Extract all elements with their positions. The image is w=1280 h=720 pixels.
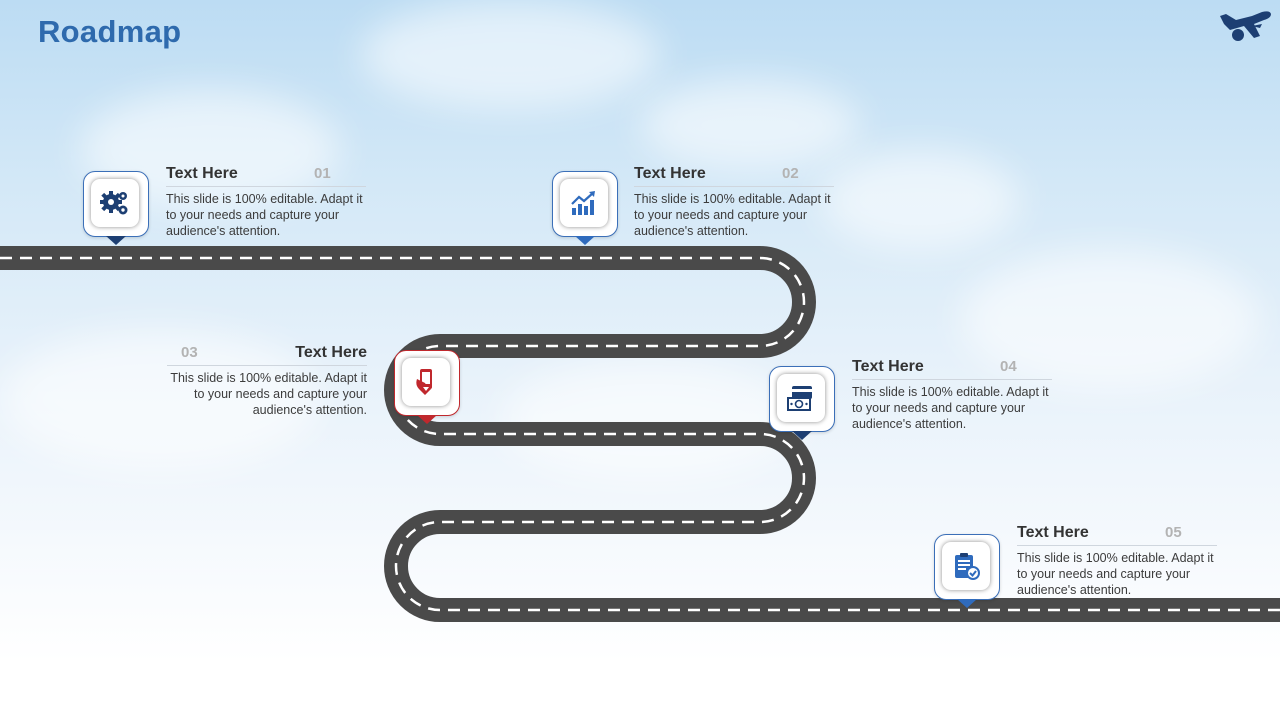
milestone-description: This slide is 100% editable. Adapt it to… <box>166 192 363 238</box>
milestone-text-2: Text Here 02 This slide is 100% editable… <box>634 164 834 239</box>
milestone-number: 03 <box>181 344 198 361</box>
gears-icon <box>100 191 128 215</box>
milestone-heading: Text Here <box>634 165 706 182</box>
marker-icon-holder <box>777 374 825 422</box>
milestone-number: 02 <box>782 165 799 182</box>
marker-pin <box>792 431 812 440</box>
divider <box>1017 545 1217 546</box>
milestone-description: This slide is 100% editable. Adapt it to… <box>1017 551 1214 597</box>
cloud <box>960 250 1260 390</box>
milestone-heading: Text Here <box>166 165 238 182</box>
milestone-marker-2[interactable] <box>552 171 618 245</box>
page-title: Roadmap <box>38 14 182 49</box>
divider <box>852 379 1052 380</box>
airplane-icon <box>1220 11 1271 41</box>
divider <box>167 365 367 366</box>
card-cash-icon <box>787 386 812 411</box>
milestone-heading: Text Here <box>852 358 924 375</box>
marker-pin <box>417 415 437 424</box>
milestone-heading: Text Here <box>295 344 367 361</box>
growth-chart-icon <box>571 191 595 215</box>
marker-pin <box>957 599 977 608</box>
milestone-number: 05 <box>1165 524 1182 541</box>
marker-icon-holder <box>942 542 990 590</box>
marker-pin <box>106 236 126 245</box>
milestone-description: This slide is 100% editable. Adapt it to… <box>634 192 831 238</box>
milestone-text-4: Text Here 04 This slide is 100% editable… <box>852 357 1052 432</box>
marker-icon-holder <box>402 358 450 406</box>
divider <box>634 186 834 187</box>
milestone-marker-4[interactable] <box>769 366 835 440</box>
cloud <box>640 80 860 170</box>
milestone-marker-1[interactable] <box>83 171 149 245</box>
milestone-number: 04 <box>1000 358 1017 375</box>
cloud <box>820 150 1020 250</box>
milestone-text-5: Text Here 05 This slide is 100% editable… <box>1017 523 1217 598</box>
marker-icon-holder <box>91 179 139 227</box>
divider <box>166 186 366 187</box>
milestone-text-1: Text Here 01 This slide is 100% editable… <box>166 164 366 239</box>
marker-icon-holder <box>560 179 608 227</box>
milestone-description: This slide is 100% editable. Adapt it to… <box>852 385 1049 431</box>
invoice-clipboard-icon <box>955 553 980 580</box>
marker-pin <box>575 236 595 245</box>
mobile-payment-icon <box>416 369 432 395</box>
milestone-description: This slide is 100% editable. Adapt it to… <box>170 371 367 417</box>
milestone-marker-5[interactable] <box>934 534 1000 608</box>
cloud <box>0 330 320 470</box>
milestone-text-3: Text Here 03 This slide is 100% editable… <box>167 343 367 418</box>
milestone-heading: Text Here <box>1017 524 1089 541</box>
milestone-number: 01 <box>314 165 331 182</box>
cloud <box>500 360 800 480</box>
cloud <box>360 0 660 110</box>
milestone-marker-3[interactable] <box>394 350 460 424</box>
